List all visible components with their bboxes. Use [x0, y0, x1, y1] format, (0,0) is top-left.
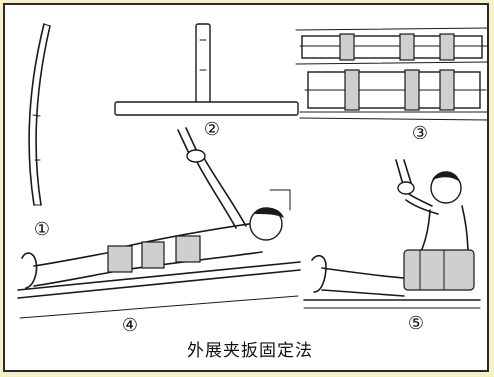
figure-caption: 外展夹扳固定法 [150, 336, 350, 361]
figure-5-label: ⑤ [404, 312, 428, 336]
figure-2-label: ② [200, 118, 224, 142]
figure-4-label: ④ [118, 314, 142, 338]
figure-1-label: ① [30, 218, 54, 242]
curved-splint-drawing [29, 24, 50, 205]
supine-patient-drawing [18, 128, 300, 318]
sitting-patient-drawing [304, 160, 480, 308]
t-splint-drawing [115, 24, 298, 115]
strap-bundle-drawing [296, 28, 488, 120]
figure-3-label: ③ [408, 122, 432, 146]
